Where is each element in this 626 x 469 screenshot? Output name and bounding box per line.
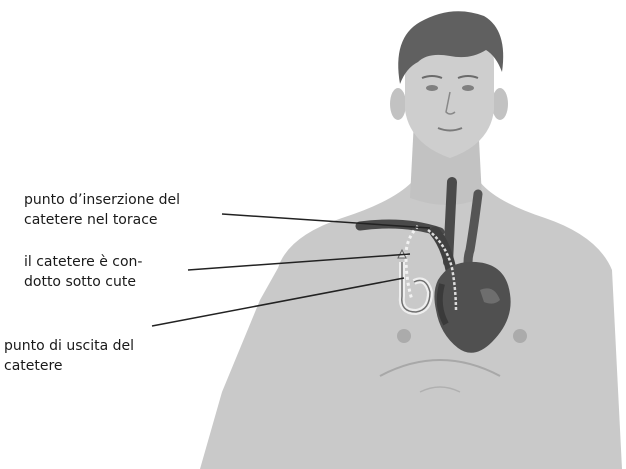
right-eye <box>462 85 474 91</box>
label-tunneled-catheter: il catetere è con- dotto sotto cute <box>24 252 142 292</box>
label-insertion-point: punto d’inserzione del catetere nel tora… <box>24 190 180 230</box>
label-exit-line2: catetere <box>4 356 134 376</box>
label-tunneled-line2: dotto sotto cute <box>24 272 142 292</box>
left-ear <box>390 88 406 120</box>
right-ear <box>492 88 508 120</box>
left-eye <box>426 85 438 91</box>
label-insertion-line1: punto d’inserzione del <box>24 190 180 210</box>
left-nipple <box>397 329 411 343</box>
right-nipple <box>513 329 527 343</box>
label-insertion-line2: catetere nel torace <box>24 210 180 230</box>
label-exit-point: punto di uscita del catetere <box>4 336 134 376</box>
label-tunneled-line1: il catetere è con- <box>24 252 142 272</box>
label-exit-line1: punto di uscita del <box>4 336 134 356</box>
